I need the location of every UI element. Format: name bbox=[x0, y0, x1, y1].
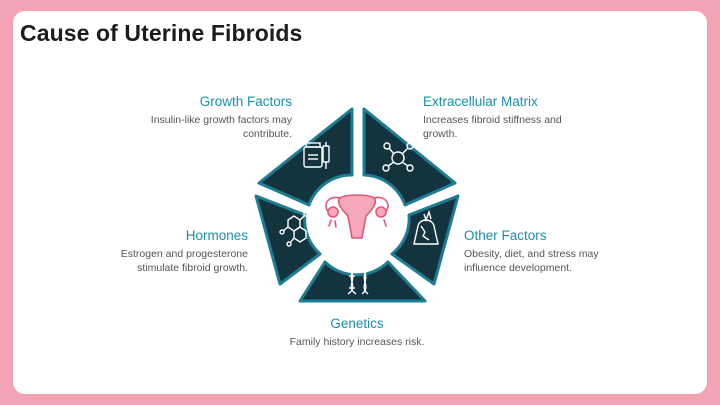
factor-title: Growth Factors bbox=[199, 94, 292, 109]
factor-title: Extracellular Matrix bbox=[423, 94, 538, 109]
factor-genetics: Genetics Family history increases risk. bbox=[287, 316, 427, 350]
factor-title: Hormones bbox=[185, 228, 248, 243]
factor-description: Estrogen and progesterone stimulate fibr… bbox=[120, 248, 248, 274]
factor-description: Obesity, diet, and stress may influence … bbox=[464, 248, 599, 274]
factor-description: Family history increases risk. bbox=[289, 336, 425, 348]
segment-other-factors bbox=[390, 194, 460, 286]
segment-growth-factors bbox=[257, 107, 354, 207]
hormone-molecule-icon bbox=[279, 211, 309, 247]
segment-extracellular-matrix bbox=[362, 107, 457, 207]
segment-hormones bbox=[254, 194, 322, 286]
factor-growth-factors: Growth Factors Insulin-like growth facto… bbox=[148, 94, 292, 141]
dna-icon bbox=[347, 269, 369, 295]
medicine-bottle-syringe-icon bbox=[303, 142, 330, 169]
factor-title: Genetics bbox=[330, 316, 384, 331]
stress-head-icon bbox=[413, 209, 439, 245]
molecule-network-icon bbox=[382, 142, 414, 172]
segment-genetics bbox=[298, 260, 427, 303]
factor-description: Increases fibroid stiffness and growth. bbox=[423, 114, 562, 140]
factor-title: Other Factors bbox=[464, 228, 547, 243]
factor-description: Insulin-like growth factors may contribu… bbox=[150, 114, 292, 140]
factor-extracellular-matrix: Extracellular Matrix Increases fibroid s… bbox=[423, 94, 573, 141]
uterus-icon bbox=[325, 194, 389, 239]
factor-hormones: Hormones Estrogen and progesterone stimu… bbox=[98, 228, 248, 275]
factor-other-factors: Other Factors Obesity, diet, and stress … bbox=[464, 228, 624, 275]
slide-title: Cause of Uterine Fibroids bbox=[20, 20, 303, 46]
